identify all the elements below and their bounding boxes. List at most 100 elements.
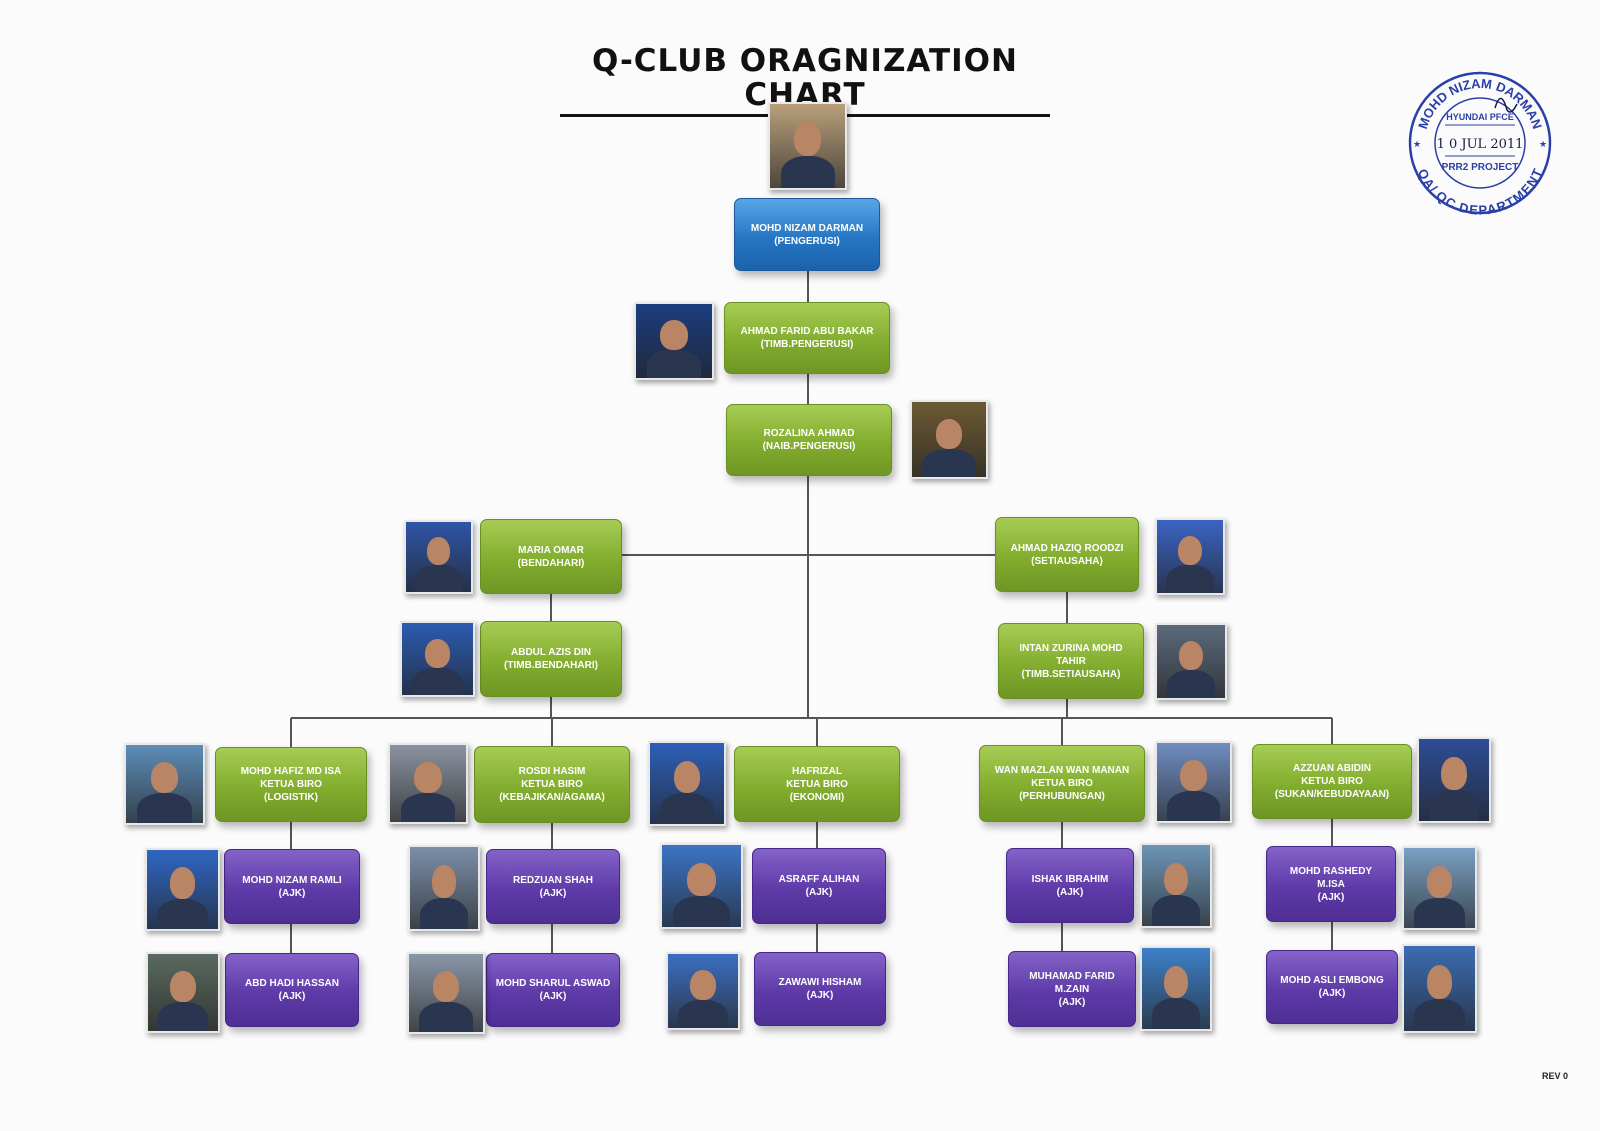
org-box-line: (TIMB.BENDAHARI) [504, 660, 598, 671]
org-box-line: ZAWAWI HISHAM [778, 977, 862, 988]
org-box-line: (AJK) [805, 887, 833, 898]
org-box-line: (KEBAJIKAN/AGAMA) [499, 792, 605, 803]
photo-body [156, 898, 209, 929]
photo-ajk [146, 952, 220, 1033]
org-box-a11: MOHD NIZAM RAMLI(AJK) [224, 849, 360, 924]
org-box-line: ROSDI HASIM [518, 766, 586, 777]
org-box-a41: ISHAK IBRAHIM(AJK) [1006, 848, 1134, 923]
org-box-line: TAHIR [1056, 655, 1086, 667]
photo-body [157, 1001, 209, 1031]
org-box-a12: ABD HADI HASSAN(AJK) [225, 953, 359, 1027]
stamp-project: PRR2 PROJECT [1442, 162, 1519, 173]
org-box-line: KETUA BIRO [1301, 776, 1363, 787]
photo-ajk [407, 952, 485, 1034]
org-box-chair: MOHD NIZAM DARMAN(PENGERUSI) [734, 198, 880, 271]
photo-body [673, 895, 730, 927]
photo-head [414, 761, 442, 793]
org-box-line: MARIA OMAR [518, 544, 584, 556]
org-box-setia: AHMAD HAZIQ ROODZI(SETIAUSAHA) [995, 517, 1139, 592]
photo-head [170, 970, 196, 1002]
photo-head [1426, 865, 1453, 898]
photo-vice-chairman [634, 302, 714, 380]
photo-bendahari [404, 520, 473, 594]
org-box-line: (AJK) [1318, 988, 1346, 999]
org-box-line: (SUKAN/KEBUDAYAAN) [1274, 789, 1390, 800]
stamp-inner-ring [1434, 97, 1526, 189]
org-box-line: (AJK) [539, 887, 567, 899]
photo-ajk [1402, 944, 1477, 1033]
org-box-a31: ASRAFF ALIHAN (AJK) [752, 848, 886, 924]
stamp-star-right: ★ [1539, 139, 1547, 149]
photo-head [935, 418, 963, 449]
photo-body [400, 792, 456, 822]
org-box-line: ROZALINA AHMAD [763, 428, 855, 439]
org-box-line: INTAN ZURINA MOHD [1019, 642, 1123, 654]
org-box-line: HAFRIZAL [792, 765, 842, 777]
photo-biro-kebajikan [388, 743, 468, 824]
org-box-line: MOHD ASLI EMBONG [1280, 975, 1384, 986]
photo-biro-ekonomi [648, 741, 726, 826]
org-box-line: ASRAFF ALIHAN [778, 874, 860, 885]
stamp-star-left: ★ [1413, 139, 1421, 149]
photo-head [1441, 757, 1467, 790]
org-box-a22: MOHD SHARUL ASWAD(AJK) [486, 953, 620, 1027]
photo-naib-pengerusi [910, 400, 988, 479]
org-box-line: (AJK) [278, 887, 306, 899]
org-box-line: (SETIAUSAHA) [1031, 555, 1103, 567]
org-box-a21: REDZUAN SHAH(AJK) [486, 849, 620, 924]
photo-head [150, 762, 179, 794]
photo-biro-sukan [1417, 737, 1491, 823]
org-box-line: (AJK) [1058, 996, 1086, 1008]
photo-head [432, 971, 460, 1003]
org-box-a32: ZAWAWI HISHAM (AJK) [754, 952, 886, 1026]
photo-setiausaha [1155, 518, 1225, 595]
photo-body [1413, 897, 1466, 928]
photo-body [415, 565, 462, 592]
org-box-b5: AZZUAN ABIDIN KETUA BIRO (SUKAN/KEBUDAYAAN… [1252, 744, 1412, 819]
stamp-outer-ring [1408, 71, 1552, 215]
photo-head [426, 537, 451, 566]
photo-body [922, 448, 976, 477]
photo-body [1166, 565, 1214, 593]
photo-head [1180, 760, 1207, 792]
photo-ajk [408, 845, 480, 931]
photo-body [1151, 998, 1201, 1029]
photo-chairman [768, 102, 847, 190]
photo-biro-perhubungan [1155, 741, 1232, 823]
org-box-line: (AJK) [806, 990, 834, 1001]
photo-head [1426, 964, 1453, 999]
photo-body [136, 793, 193, 823]
photo-timb-setiausaha [1155, 623, 1227, 700]
photo-head [1163, 862, 1189, 896]
photo-body [1413, 998, 1466, 1031]
org-box-line: ABDUL AZIS DIN [511, 647, 591, 658]
photo-head [660, 320, 688, 350]
photo-head [1163, 965, 1189, 999]
stamp-date: 1 0 JUL 2011 [1437, 137, 1524, 152]
photo-head [687, 863, 716, 896]
org-box-naib: ROZALINA AHMAD (NAIB.PENGERUSI) [726, 404, 892, 476]
org-box-line: (TIMB.PENGERUSI) [760, 339, 854, 350]
stamp-signature [1494, 97, 1518, 113]
photo-body [1151, 895, 1201, 926]
photo-ajk [145, 848, 220, 931]
org-box-line: KETUA BIRO [1031, 778, 1093, 789]
org-box-line: REDZUAN SHAH [513, 874, 593, 886]
photo-head [424, 638, 451, 668]
org-box-tbend: ABDUL AZIS DIN (TIMB.BENDAHARI) [480, 621, 622, 697]
org-box-line: (PENGERUSI) [774, 235, 840, 247]
org-box-line: AHMAD HAZIQ ROODZI [1010, 542, 1124, 554]
org-box-line: (PERHUBUNGAN) [1019, 791, 1105, 802]
photo-head [1178, 641, 1204, 671]
org-box-line: (NAIB.PENGERUSI) [762, 441, 856, 452]
org-box-a52: MOHD ASLI EMBONG (AJK) [1266, 950, 1398, 1024]
stamp-top-text: MOHD NIZAM DARMAN [1415, 76, 1545, 131]
photo-ajk [1140, 843, 1212, 928]
org-box-line: AZZUAN ABIDIN [1293, 763, 1371, 774]
org-box-line: MOHD RASHEDY M.ISA [1289, 865, 1373, 890]
